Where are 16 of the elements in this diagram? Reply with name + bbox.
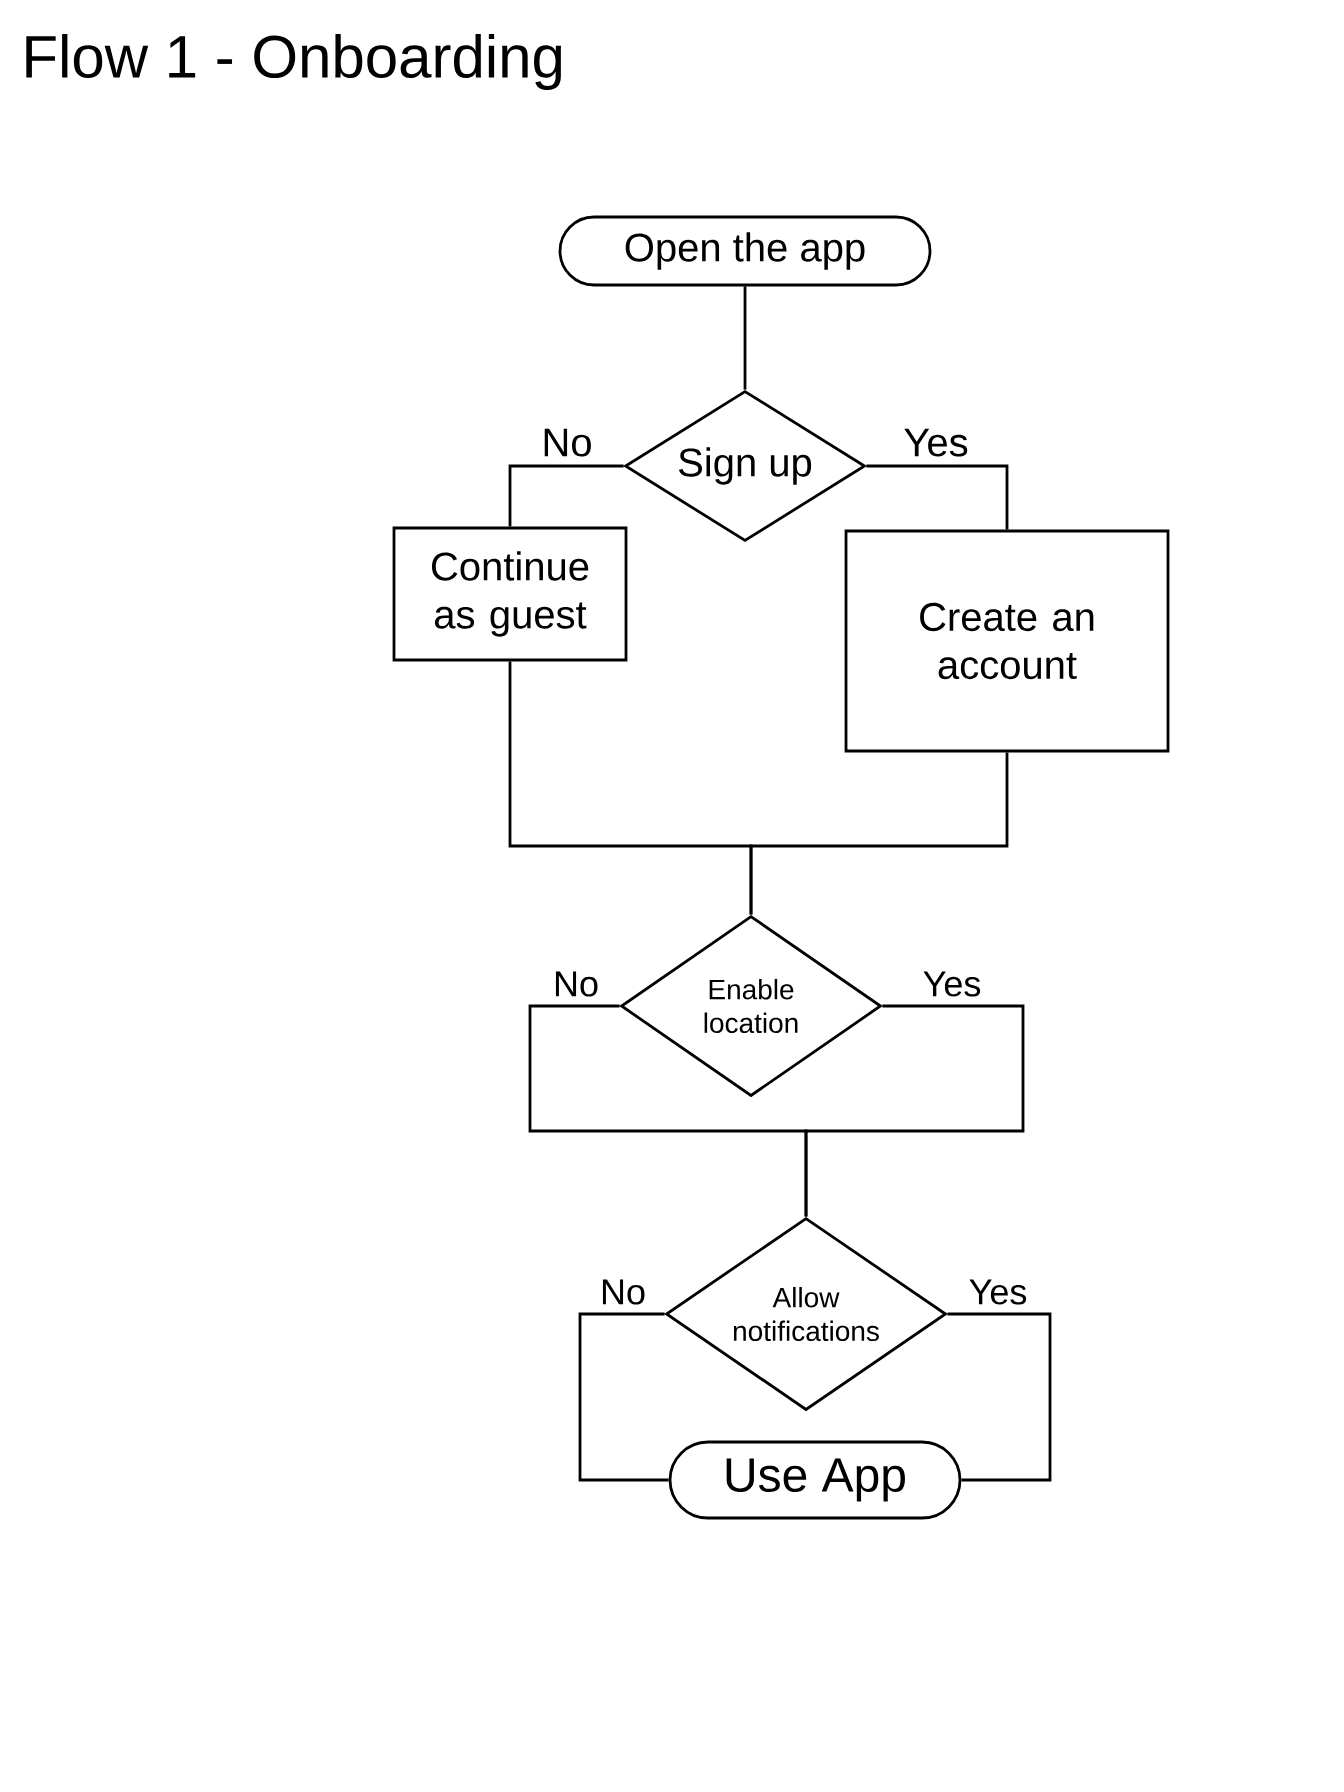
edge-label: No <box>544 428 591 457</box>
title: Flow 1 - Onboarding <box>26 34 562 90</box>
connector-line <box>508 464 624 527</box>
connector-line <box>578 1312 669 1482</box>
edge-label: No <box>602 1279 645 1305</box>
process-box: Continue as guest <box>392 526 628 662</box>
connector-line <box>866 464 1009 530</box>
connector-line <box>804 1004 1025 1217</box>
edge-label: Yes <box>923 971 981 997</box>
edge-label: Yes <box>904 428 968 457</box>
process-box: Create an account <box>844 529 1170 753</box>
edge-label: No <box>555 971 598 997</box>
connector-line <box>743 286 747 390</box>
edge-label: Yes <box>969 1279 1027 1305</box>
connector-line <box>947 1312 1052 1482</box>
connector-line <box>749 752 1009 915</box>
